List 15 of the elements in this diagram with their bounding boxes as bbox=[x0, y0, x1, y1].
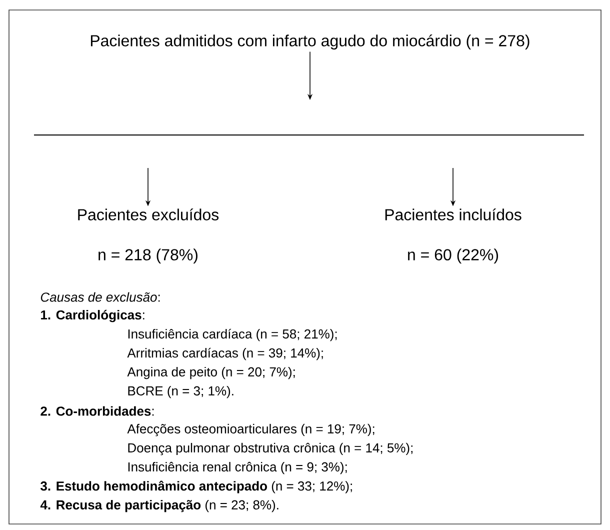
list-text: 4. Recusa de participação (n = 23; 8%). bbox=[40, 500, 278, 512]
list-text: Insuficiência cardíaca (n = 58; 21%); bbox=[128, 328, 337, 342]
list-text: Doença pulmonar obstrutiva crônica (n = 14; 5%); bbox=[128, 442, 412, 456]
list-text: BCRE (n = 3; 1%). bbox=[128, 386, 234, 398]
list-text: 3. Estudo hemodinâmico antecipado (n = 33; 12%); bbox=[40, 480, 352, 494]
list-text: Causas de exclusão: bbox=[40, 292, 160, 302]
list-text: 2. Co-morbidades: bbox=[40, 406, 154, 416]
list-text: 1. Cardiológicas: bbox=[41, 310, 144, 322]
group-text: Pacientes incluídos n = 60 (22%) bbox=[385, 208, 522, 264]
list-text: Arritmias cardíacas (n = 39; 14%); bbox=[127, 348, 323, 360]
list-text: Insuficiência renal crônica (n = 9; 3%); bbox=[128, 462, 347, 474]
heading-text: Pacientes admitidos com infarto agudo do miocárdio (n = 278) bbox=[90, 34, 530, 50]
list-text: Angina de peito (n = 20; 7%); bbox=[127, 366, 295, 380]
list-text: Afecções osteomioarticulares (n = 19; 7%); bbox=[127, 424, 374, 436]
group-text: Pacientes excluídos n = 218 (78%) bbox=[78, 208, 219, 264]
